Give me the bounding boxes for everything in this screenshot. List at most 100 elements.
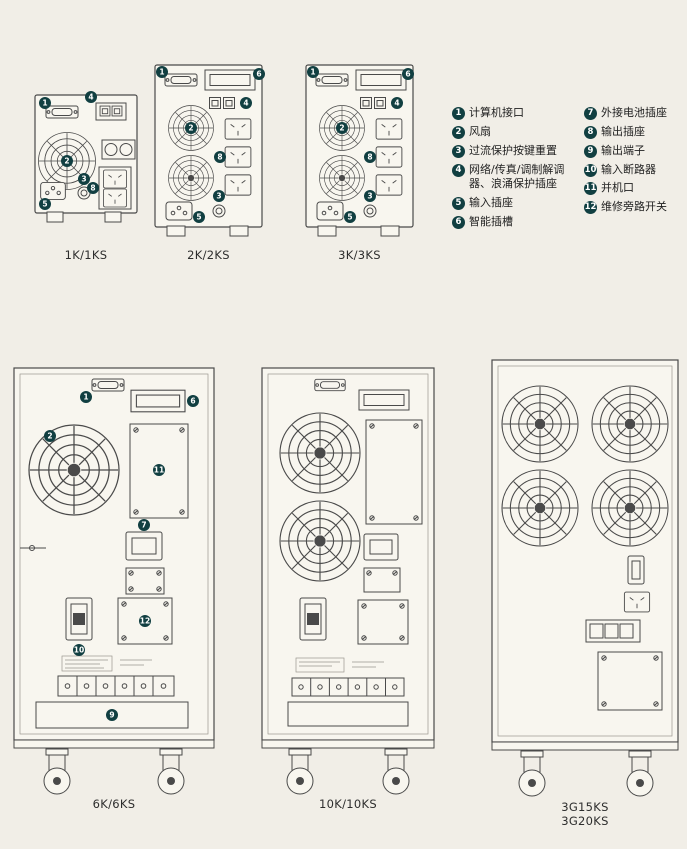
svg-text:2: 2 — [339, 124, 344, 133]
callout-4: 4 — [85, 91, 97, 103]
callout-4: 4 — [240, 97, 252, 109]
legend-item-12: 12 维修旁路开关 — [584, 200, 684, 215]
legend-number-badge: 6 — [452, 216, 465, 230]
callout-8: 8 — [364, 151, 376, 163]
smart-slot — [355, 69, 407, 91]
svg-text:2: 2 — [188, 124, 193, 133]
legend-item-label: 智能插槽 — [469, 215, 513, 229]
svg-text:6: 6 — [256, 70, 261, 79]
svg-text:2: 2 — [47, 432, 52, 441]
svg-text:5: 5 — [42, 200, 47, 209]
legend-item-5: 5 输入插座 — [452, 196, 576, 211]
caster-wheel — [626, 750, 654, 797]
panel-2k-rear: 1 6 4 2 8 5 3 — [154, 64, 265, 237]
legend-item-label: 输入插座 — [469, 196, 513, 210]
legend-number-badge: 7 — [584, 107, 597, 120]
svg-text:4: 4 — [394, 99, 399, 108]
fan — [501, 385, 579, 463]
svg-text:3: 3 — [367, 192, 372, 201]
caster-wheel — [382, 748, 410, 795]
callout-11: 11 — [153, 464, 165, 476]
legend-item-label: 风扇 — [469, 124, 491, 138]
svg-text:6: 6 — [405, 70, 410, 79]
callout-3: 3 — [364, 190, 376, 202]
battery-connector — [125, 531, 163, 561]
network-jack — [360, 97, 372, 109]
fan — [28, 424, 120, 516]
legend-number-badge: 1 — [452, 107, 465, 120]
svg-text:3: 3 — [81, 175, 86, 184]
legend-item-3: 3 过流保护按键重置 — [452, 144, 576, 159]
svg-text:1: 1 — [310, 68, 315, 77]
input-socket — [316, 201, 344, 221]
fan — [319, 155, 365, 201]
legend-number-badge: 10 — [584, 163, 597, 177]
callout-8: 8 — [214, 151, 226, 163]
svg-text:1: 1 — [83, 393, 88, 402]
foot — [229, 225, 249, 237]
legend-item-4: 4 网络/传真/调制解调器、浪涌保护插座 — [452, 163, 576, 193]
callout-2: 2 — [61, 155, 73, 167]
legend-item-10: 10 输入断路器 — [584, 163, 684, 178]
legend-item-label: 网络/传真/调制解调器、浪涌保护插座 — [469, 162, 565, 191]
legend-item-9: 9 输出端子 — [584, 144, 684, 159]
output-socket — [375, 174, 403, 196]
model-label-3g: 3G15KS 3G20KS — [492, 800, 678, 828]
callout-8: 8 — [87, 182, 99, 194]
smart-slot — [358, 389, 410, 411]
legend-column-2: 7 外接电池插座 8 输出插座 9 输出端子 10 输入断路器 11 并机口 1… — [584, 106, 684, 234]
legend-number-badge: 12 — [584, 201, 597, 215]
input-breaker — [65, 597, 93, 641]
model-label-2k: 2K/2KS — [187, 248, 230, 262]
vertical-connector — [627, 555, 645, 585]
base-rail — [13, 739, 215, 749]
panel-3k-rear: 1 6 4 2 8 5 3 — [305, 64, 414, 237]
input-breaker — [299, 597, 327, 641]
serial-port — [45, 105, 79, 119]
panel-3g-rear — [491, 359, 679, 797]
legend-item-label: 外接电池插座 — [601, 106, 667, 119]
legend-number-badge: 5 — [452, 197, 465, 211]
callout-6: 6 — [402, 68, 414, 80]
input-socket — [165, 201, 193, 221]
svg-text:9: 9 — [109, 711, 114, 720]
callout-9: 9 — [106, 709, 118, 721]
legend-item-label: 计算机接口 — [469, 106, 524, 119]
svg-text:10: 10 — [74, 646, 84, 655]
serial-port — [91, 378, 125, 392]
svg-text:1: 1 — [159, 68, 164, 77]
svg-text:4: 4 — [243, 99, 248, 108]
network-jack — [111, 105, 123, 117]
callout-6: 6 — [253, 68, 265, 80]
output-socket — [375, 146, 403, 168]
round-connector — [119, 143, 133, 156]
fan — [168, 155, 214, 201]
label-block — [295, 657, 345, 673]
legend-number-badge: 11 — [584, 182, 597, 196]
output-socket — [224, 146, 252, 168]
round-connector — [104, 143, 118, 156]
legend-number-badge: 9 — [584, 144, 597, 158]
serial-port — [314, 378, 346, 392]
output-terminal-cover — [287, 701, 409, 727]
breaker-block — [585, 619, 641, 643]
legend-item-6: 6 智能插槽 — [452, 215, 576, 230]
model-label-3g-line2: 3G20KS — [561, 814, 609, 828]
callout-7: 7 — [138, 519, 150, 531]
output-socket — [224, 174, 252, 196]
base-rail — [261, 739, 435, 749]
svg-text:5: 5 — [196, 213, 201, 222]
breaker-reset-button — [212, 204, 226, 218]
svg-text:11: 11 — [154, 466, 164, 475]
label-block — [61, 655, 113, 672]
svg-text:12: 12 — [140, 617, 150, 626]
callout-6: 6 — [187, 395, 199, 407]
model-label-10k: 10K/10KS — [319, 797, 377, 811]
callout-4: 4 — [391, 97, 403, 109]
serial-port — [164, 73, 198, 87]
caster-wheel — [43, 748, 71, 795]
model-label-3k: 3K/3KS — [338, 248, 381, 262]
svg-text:5: 5 — [347, 213, 352, 222]
